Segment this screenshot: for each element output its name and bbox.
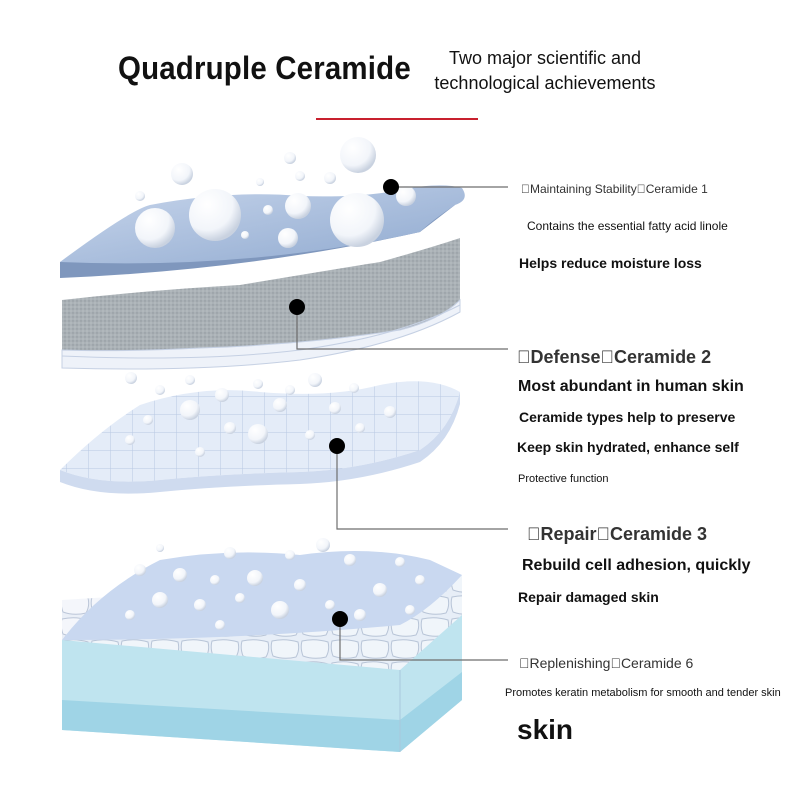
pointer-lines: [296, 186, 508, 661]
title-underline: [316, 118, 478, 120]
ceramide-1-heading:  Maintaining Stability Ceramide 1: [521, 182, 708, 196]
ceramide-2-line-3: Keep skin hydrated, enhance self: [517, 439, 739, 455]
bubbles-top: [135, 137, 416, 248]
ceramide-2-line-2: Ceramide types help to preserve: [519, 409, 736, 425]
layer-1b-gray: [61, 238, 461, 370]
ceramide-1-line-1: Contains the essential fatty acid linole: [527, 219, 728, 233]
ceramide-2-heading:  Defense Ceramide 2: [517, 347, 712, 367]
ceramide-2-line-1: Most abundant in human skin: [518, 378, 744, 395]
page-title: Quadruple Ceramide: [118, 50, 411, 86]
pointer-dots: [289, 179, 399, 627]
bubbles-bottom: [125, 538, 425, 630]
skin-label: skin: [517, 714, 574, 745]
ceramide-6-heading:  Replenishing Ceramide 6: [519, 655, 694, 671]
page-subtitle: Two major scientific and technological a…: [434, 48, 656, 93]
ceramide-2-line-4: Protective function: [518, 473, 609, 485]
ceramide-6-line-1: Promotes keratin metabolism for smooth a…: [505, 687, 781, 699]
ceramide-3-heading:  Repair Ceramide 3: [527, 524, 708, 544]
ceramide-3-line-1: Rebuild cell adhesion, quickly: [522, 557, 751, 574]
bubbles-mid: [125, 372, 396, 457]
ceramide-1-line-2: Helps reduce moisture loss: [519, 255, 702, 271]
ceramide-3-line-2: Repair damaged skin: [518, 589, 659, 605]
